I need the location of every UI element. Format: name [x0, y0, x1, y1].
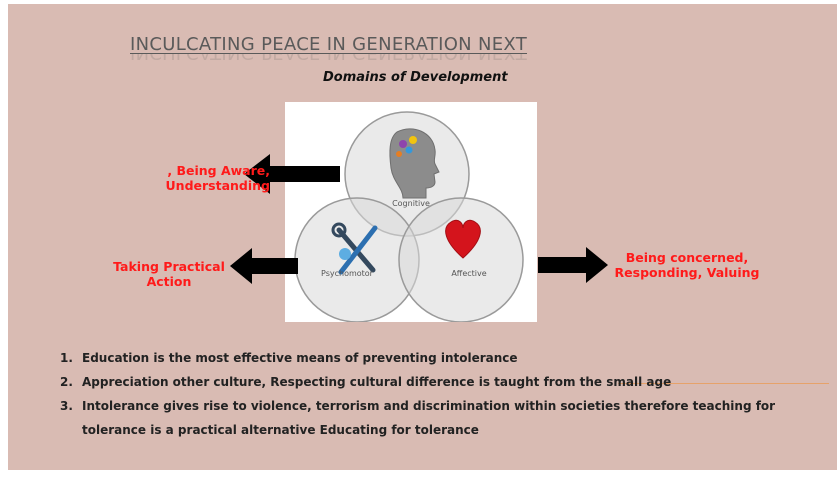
list-item-number: 3. [60, 399, 73, 413]
slide-title: INCULCATING PEACE IN GENERATION NEXT [130, 34, 528, 55]
title-reflection: INCULCATING PEACE IN GENERATION NEXT [130, 53, 527, 63]
list-item-text: Education is the most effective means of… [82, 351, 518, 365]
slide-subtitle: Domains of Development [323, 70, 508, 85]
list-item: 2. Appreciation other culture, Respectin… [60, 370, 820, 394]
head-icon [389, 128, 440, 199]
divider-line [618, 383, 829, 384]
psychomotor-annotation-text: Taking Practical Action [113, 259, 225, 289]
heart-icon [445, 219, 481, 259]
psychomotor-label: Psychomotor [321, 269, 374, 278]
title-block: INCULCATING PEACE IN GENERATION NEXT INC… [130, 34, 527, 63]
affective-label: Affective [451, 269, 486, 278]
list-item: 3. Intolerance gives rise to violence, t… [60, 394, 820, 442]
domains-diagram: Cognitive Psychomotor Affective [285, 102, 537, 323]
arrow-left-psychomotor [230, 248, 298, 284]
cognitive-label: Cognitive [392, 199, 430, 208]
arrow-left-cognitive [244, 154, 340, 194]
venn-diagram: Cognitive Psychomotor Affective [294, 111, 524, 323]
tools-icon [331, 222, 378, 275]
affective-annotation-text: Being concerned, Responding, Valuing [614, 250, 760, 280]
list-item: 1. Education is the most effective means… [60, 346, 820, 370]
list-item-number: 2. [60, 375, 73, 389]
cognitive-annotation-text: , Being Aware, Understanding [165, 163, 270, 193]
list-item-text: Appreciation other culture, Respecting c… [82, 375, 672, 389]
list-item-number: 1. [60, 351, 73, 365]
affective-annotation: Being concerned, Responding, Valuing [612, 250, 762, 280]
points-list: 1. Education is the most effective means… [60, 346, 820, 442]
cognitive-annotation: , Being Aware, Understanding [150, 163, 270, 193]
psychomotor-annotation: Taking Practical Action [104, 259, 234, 289]
affective-circle [398, 197, 524, 323]
arrow-right-affective [538, 247, 608, 283]
list-item-text: Intolerance gives rise to violence, terr… [82, 399, 776, 437]
